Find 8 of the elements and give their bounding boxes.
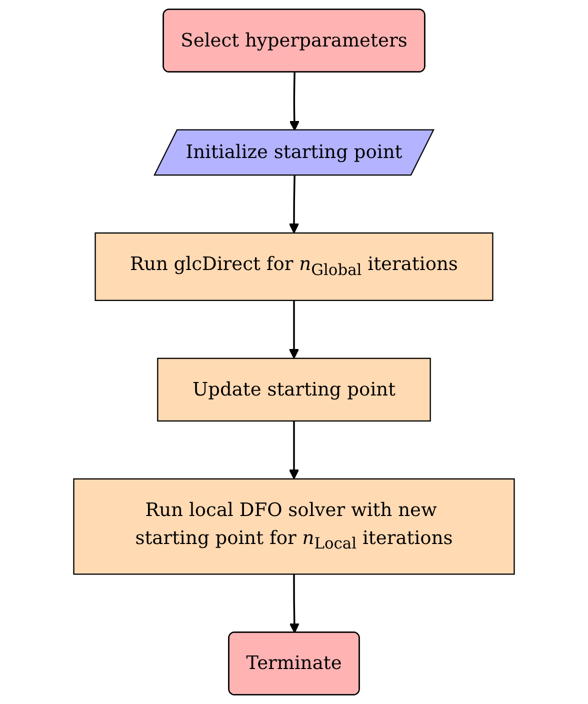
node-box: Run local DFO solver with new starting point for n$_{Local}$ iterations [73, 478, 515, 575]
node-box: Update starting point [157, 358, 431, 422]
arrow [289, 574, 300, 634]
arrow [288, 176, 300, 234]
node-box: Run glcDirect for n$_{Global}$ iterations [94, 232, 494, 301]
arrow [288, 420, 300, 480]
arrow [289, 72, 300, 131]
arrow [288, 300, 300, 359]
